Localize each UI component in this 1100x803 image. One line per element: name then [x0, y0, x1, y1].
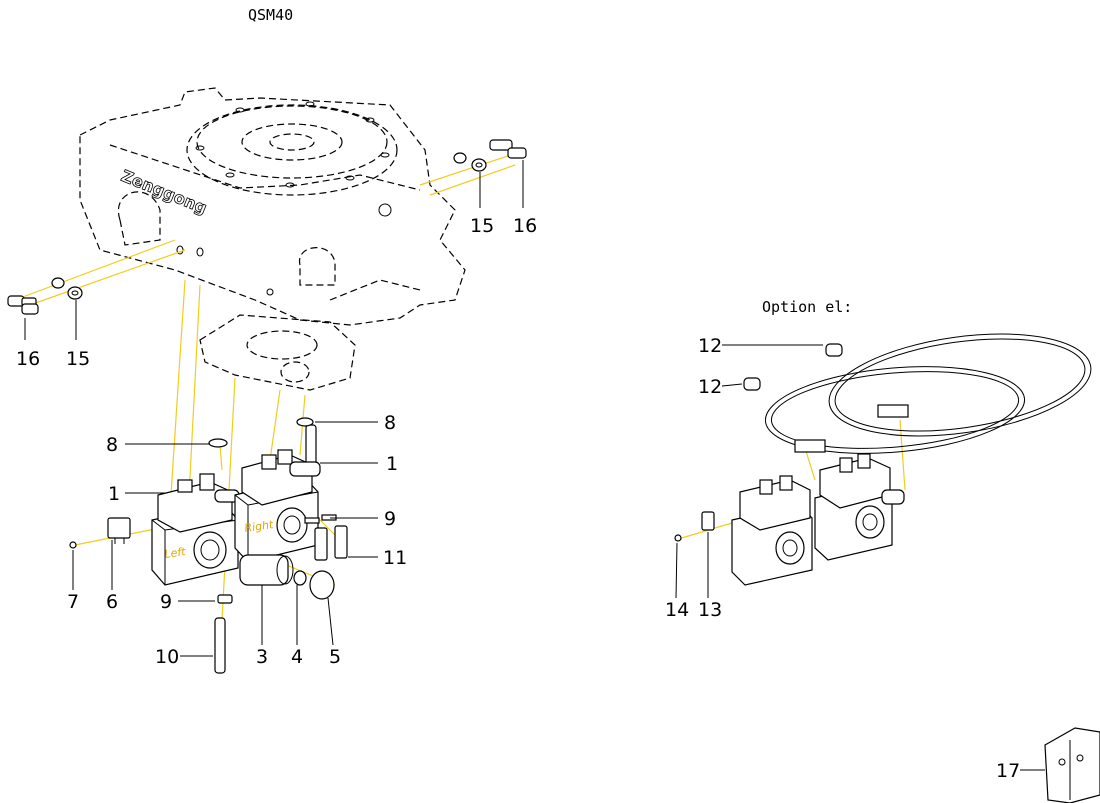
callout-14: 14 — [665, 599, 689, 621]
callout-4: 4 — [291, 646, 303, 668]
callout-6: 6 — [106, 591, 118, 613]
callout-16-left: 16 — [16, 348, 40, 370]
leader-lines — [24, 160, 1045, 771]
callouts: 16 15 15 16 8 8 1 1 9 9 11 7 6 10 3 4 5 … — [16, 215, 1020, 782]
callout-1-left: 1 — [108, 483, 120, 505]
right-side-label: Right — [244, 518, 275, 535]
callout-9-left: 9 — [160, 591, 172, 613]
part-17-block — [1044, 727, 1100, 803]
diagram-title: QSM40 — [248, 6, 293, 24]
left-screws — [7, 277, 83, 315]
callout-8-left: 8 — [106, 434, 118, 456]
right-valve-block: Right — [234, 424, 321, 563]
callout-16-right: 16 — [513, 215, 537, 237]
callout-12-bottom: 12 — [698, 376, 722, 398]
callout-5: 5 — [329, 646, 341, 668]
callout-17: 17 — [996, 760, 1020, 782]
left-valve-block: Left — [151, 473, 240, 586]
callout-8-right: 8 — [384, 412, 396, 434]
callout-12-top: 12 — [698, 335, 722, 357]
callout-3: 3 — [256, 646, 268, 668]
housing-body: Zenggong — [79, 87, 466, 326]
callout-11: 11 — [383, 547, 407, 569]
callout-15-right: 15 — [470, 215, 494, 237]
cable-loops — [743, 333, 1092, 454]
option-valve-blocks — [674, 453, 905, 586]
left-side-label: Left — [164, 545, 187, 561]
small-parts — [69, 417, 348, 674]
callout-15-left: 15 — [66, 348, 90, 370]
callout-1-right: 1 — [386, 453, 398, 475]
callout-9-right: 9 — [384, 508, 396, 530]
option-label: Option el: — [762, 298, 852, 316]
adapter-plate — [199, 314, 356, 391]
callout-7: 7 — [67, 591, 79, 613]
callout-13: 13 — [698, 599, 722, 621]
callout-10: 10 — [155, 646, 179, 668]
right-screws — [453, 139, 527, 172]
